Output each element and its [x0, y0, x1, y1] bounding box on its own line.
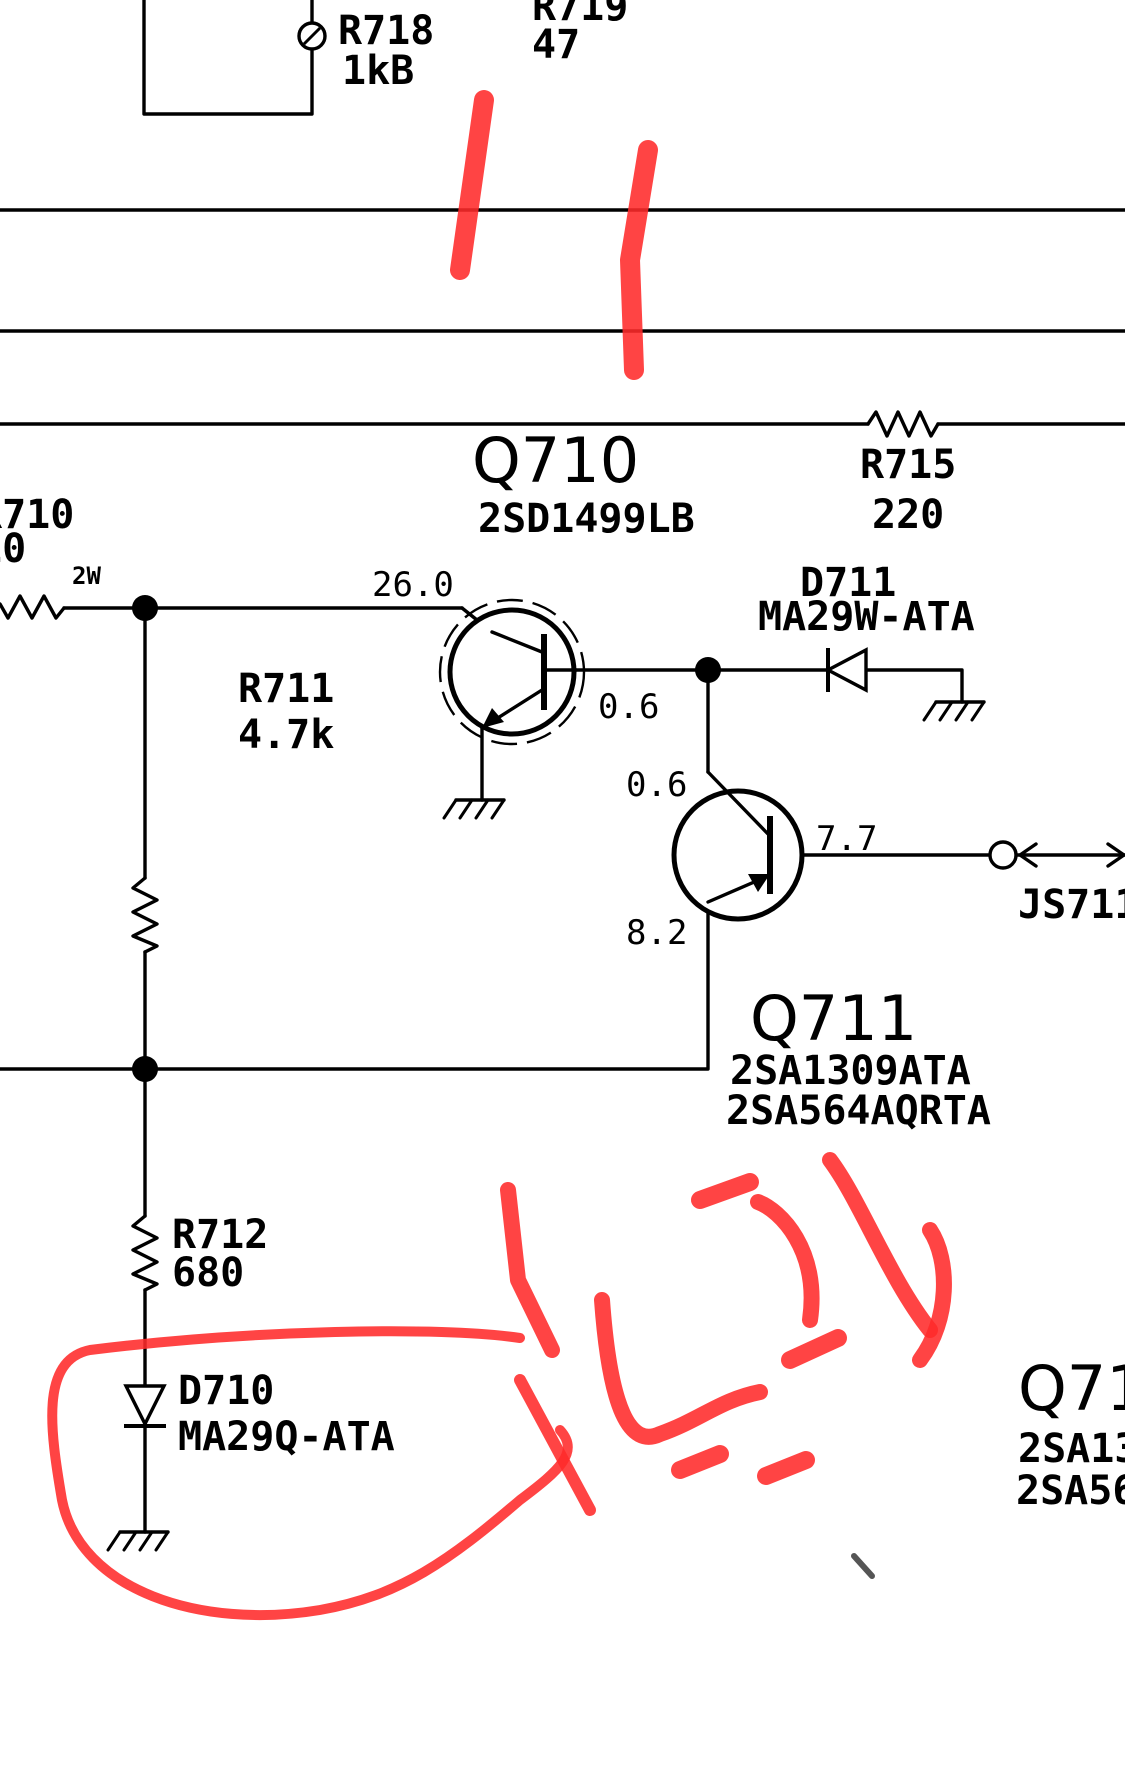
- wires: [0, 0, 1125, 1534]
- r719-value: 47: [532, 22, 580, 68]
- ink-handwriting-stroke-3: [750, 1194, 820, 1328]
- ink-handwriting-stroke-10: [514, 1374, 596, 1516]
- q711-base-voltage: 8.2: [626, 913, 687, 953]
- q711-part-2: 2SA564AQRTA: [726, 1088, 991, 1134]
- ink-loop-around-d710: [47, 1326, 573, 1621]
- q711-collector-voltage: 7.7: [816, 819, 877, 859]
- resistor-r718-symbol: [297, 21, 327, 51]
- q712-part-1: 2SA13: [1018, 1426, 1125, 1472]
- r715-value: 220: [872, 492, 944, 538]
- r710-value: 10: [0, 526, 26, 572]
- transistor-q711-symbol: [671, 770, 805, 922]
- js711-ref: JS711: [1018, 882, 1125, 928]
- ink-handwriting-stroke-5: [912, 1222, 952, 1368]
- q712-ref: Q71: [1018, 1352, 1125, 1425]
- wire-r718-box: [142, 0, 314, 116]
- wire-node-b-q711: [143, 900, 710, 1071]
- ink-handwriting-stroke-9: [757, 1451, 815, 1485]
- diode-d711-symbol: [824, 647, 868, 693]
- q710-ref: Q710: [472, 424, 639, 497]
- r712-ref: R712: [172, 1212, 268, 1258]
- resistor-r715-symbol: [866, 410, 940, 438]
- q710-part: 2SD1499LB: [478, 496, 695, 542]
- transistor-q710-symbol: [438, 598, 586, 746]
- wire-d711-ground: [706, 668, 964, 704]
- d711-ref: D711: [800, 560, 896, 606]
- resistor-r711-symbol: [131, 876, 159, 954]
- junctions: [132, 595, 721, 1082]
- ink-handwriting-stroke-6: [691, 1173, 759, 1209]
- q711-emitter-voltage: 0.6: [626, 765, 687, 805]
- r712-value: 680: [172, 1250, 244, 1296]
- r718-value: 1kB: [342, 48, 414, 94]
- d710-part: MA29Q-ATA: [178, 1414, 395, 1460]
- r710-ref: R710: [0, 492, 74, 538]
- resistor-r710-symbol: [0, 594, 66, 620]
- junction-node-c: [695, 657, 721, 683]
- q711-part-1: 2SA1309ATA: [730, 1048, 971, 1094]
- ground-d710-icon: [106, 1530, 170, 1552]
- r718-ref: R718: [338, 8, 434, 54]
- ground-q710-icon: [442, 798, 506, 820]
- q710-collector-voltage: 26.0: [372, 565, 454, 605]
- d711-part: MA29W-ATA: [758, 594, 975, 640]
- r719-ref: R719: [532, 0, 628, 30]
- r711-value: 4.7k: [238, 712, 334, 758]
- q711-ref: Q711: [750, 982, 917, 1055]
- red-ink-annotations: [47, 90, 952, 1621]
- r710-power: 2W: [72, 562, 101, 590]
- resistor-r712-symbol: [131, 1214, 159, 1292]
- ink-handwriting-stroke-8: [671, 1445, 729, 1479]
- d710-ref: D710: [178, 1368, 274, 1414]
- diode-d710-symbol: [123, 1384, 167, 1428]
- ink-handwriting-stroke-1: [500, 1182, 560, 1358]
- ink-slash-2: [620, 140, 658, 380]
- r711-ref: R711: [238, 666, 334, 712]
- ink-handwriting-stroke-7: [781, 1329, 847, 1369]
- q710-base-voltage: 0.6: [598, 687, 659, 727]
- q712-part-2: 2SA56: [1016, 1468, 1125, 1514]
- ground-d711-icon: [922, 700, 986, 722]
- ink-handwriting-stroke-4: [822, 1152, 938, 1338]
- junction-node-b: [132, 1056, 158, 1082]
- ink-slash-1: [450, 90, 494, 280]
- connector-js711-symbol: [988, 840, 1125, 870]
- pen-mark: [851, 1553, 875, 1579]
- ink-handwriting-stroke-2: [594, 1292, 768, 1445]
- junction-node-a: [132, 595, 158, 621]
- r715-ref: R715: [860, 442, 956, 488]
